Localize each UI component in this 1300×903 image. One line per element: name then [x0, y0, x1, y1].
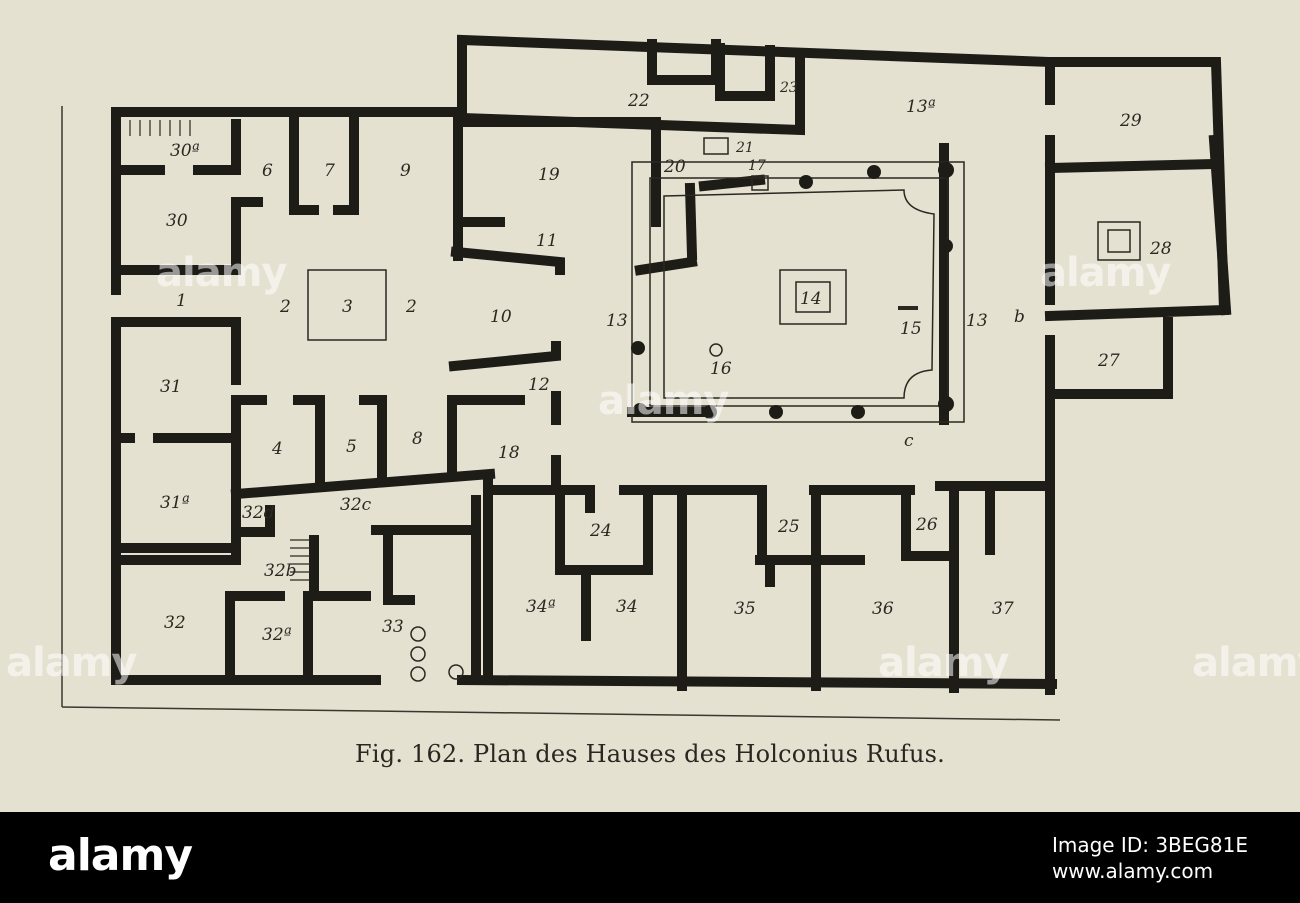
stock-logo: alamy — [48, 830, 193, 881]
wells — [410, 137, 769, 682]
room-label: 5 — [346, 437, 357, 457]
room-label: 18 — [498, 443, 520, 463]
room-label: 31 — [160, 377, 182, 397]
room-label: 13ª — [906, 97, 936, 117]
floor-plan: 1 2 2 3 4 5 6 7 8 9 10 11 12 13 13 13ª 1… — [61, 34, 1232, 721]
room-label: 32ª — [262, 625, 292, 645]
room-label: 8 — [412, 429, 423, 449]
room-label: 32c — [340, 495, 372, 515]
room-label: 3 — [342, 297, 353, 317]
room-label: 15 — [900, 319, 922, 339]
room-label: 19 — [538, 165, 560, 185]
frame-lines — [61, 106, 1061, 721]
room-labels: 1 2 2 3 4 5 6 7 8 9 10 11 12 13 13 13ª 1… — [160, 80, 1172, 645]
watermark-logo: alamy — [6, 640, 137, 686]
room-label: 22 — [627, 91, 650, 111]
room-label: 2 — [405, 297, 417, 317]
figure-caption: Fig. 162. Plan des Hauses des Holconius … — [355, 740, 945, 768]
watermark-logo: alamy — [1192, 640, 1300, 686]
room-label: 13 — [966, 311, 988, 331]
room-label: 28 — [1149, 239, 1172, 259]
room-label: 12 — [528, 375, 550, 395]
peristyle-outline — [307, 161, 1141, 423]
room-label: 17 — [748, 158, 766, 174]
room-label: 23 — [779, 80, 798, 96]
room-label: 27 — [1097, 351, 1120, 371]
room-label: 2 — [279, 297, 291, 317]
image-id-text: Image ID: 3BEG81E — [1051, 833, 1248, 857]
stock-image-info: Image ID: 3BEG81E www.alamy.com — [1052, 832, 1248, 884]
room-label: 30 — [166, 211, 188, 231]
room-label: 29 — [1119, 111, 1142, 131]
room-label: 7 — [324, 161, 335, 181]
stairs — [129, 120, 310, 581]
room-label: 14 — [800, 289, 822, 309]
watermark-logo: alamy — [598, 378, 729, 424]
room-label: 9 — [400, 161, 411, 181]
room-label: 33 — [382, 617, 404, 637]
watermark-logo: alamy — [878, 640, 1009, 686]
watermark-logo: alamy — [156, 250, 287, 296]
room-label: 30ª — [170, 141, 200, 161]
room-label: 25 — [777, 517, 800, 537]
room-label: 4 — [271, 439, 283, 459]
room-label: 31ª — [160, 493, 190, 513]
room-label: 34 — [616, 597, 638, 617]
room-label: 32 — [164, 613, 186, 633]
room-label: 13 — [606, 311, 628, 331]
room-label: 1 — [176, 291, 187, 311]
room-label: 11 — [536, 231, 558, 251]
room-label: 21 — [735, 140, 754, 156]
room-label: 10 — [490, 307, 512, 327]
room-label: 32d — [242, 503, 275, 523]
room-label: 36 — [872, 599, 894, 619]
plan-walls — [111, 34, 1232, 695]
room-label: c — [904, 431, 914, 451]
room-label: b — [1014, 307, 1025, 327]
room-label: 24 — [589, 521, 612, 541]
room-label: 6 — [262, 161, 273, 181]
columns — [631, 162, 954, 419]
watermark-logo: alamy — [1040, 250, 1171, 296]
site-url-text: www.alamy.com — [1051, 859, 1214, 883]
room-label: 32b — [264, 561, 297, 581]
stock-footer-bar: alamy Image ID: 3BEG81E www.alamy.com — [0, 812, 1300, 903]
room-label: 20 — [663, 157, 686, 177]
room-label: 26 — [915, 515, 938, 535]
room-label: 34ª — [526, 597, 556, 617]
room-label: 16 — [710, 359, 732, 379]
room-label: 35 — [734, 599, 756, 619]
room-label: 37 — [992, 599, 1014, 619]
